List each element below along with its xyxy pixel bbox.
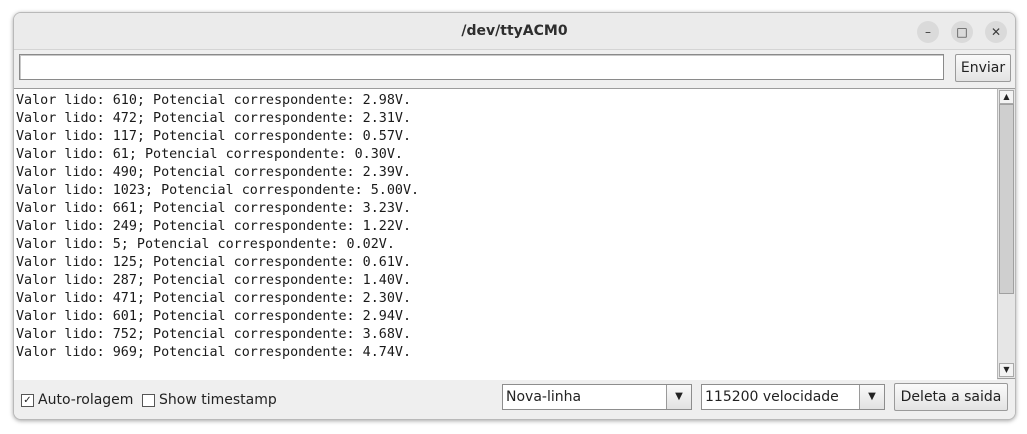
autoscroll-checkbox[interactable]: ✓ Auto-rolagem (21, 392, 133, 408)
output-line: Valor lido: 249; Potencial correspondent… (16, 219, 412, 234)
chevron-down-icon[interactable]: ▼ (859, 385, 884, 409)
scroll-up-icon[interactable]: ▲ (999, 90, 1014, 104)
window-title: /dev/ttyACM0 (461, 23, 568, 39)
output-line: Valor lido: 61; Potencial correspondente… (16, 147, 403, 162)
timestamp-label: Show timestamp (159, 392, 277, 408)
maximize-icon[interactable]: □ (951, 21, 973, 43)
minimize-icon[interactable]: – (917, 21, 939, 43)
output-line: Valor lido: 969; Potencial correspondent… (16, 345, 412, 360)
scroll-down-icon[interactable]: ▼ (999, 363, 1014, 377)
output-line: Valor lido: 471; Potencial correspondent… (16, 291, 412, 306)
serial-output[interactable]: Valor lido: 610; Potencial correspondent… (14, 88, 997, 381)
bottom-toolbar: ✓ Auto-rolagem Show timestamp Nova-linha… (14, 380, 1015, 419)
baud-rate-select[interactable]: 115200 velocidade ▼ (701, 384, 885, 410)
output-line: Valor lido: 117; Potencial correspondent… (16, 129, 412, 144)
send-button[interactable]: Enviar (955, 54, 1011, 82)
baud-rate-value: 115200 velocidade (705, 389, 839, 405)
vertical-scrollbar[interactable]: ▲ ▼ (997, 88, 1015, 379)
title-bar[interactable]: /dev/ttyACM0 – □ ✕ (14, 13, 1015, 50)
output-line: Valor lido: 472; Potencial correspondent… (16, 111, 412, 126)
output-line: Valor lido: 1023; Potencial corresponden… (16, 183, 420, 198)
chevron-down-icon[interactable]: ▼ (666, 385, 691, 409)
send-row: Enviar (19, 54, 1011, 84)
close-icon[interactable]: ✕ (985, 21, 1007, 43)
timestamp-checkbox[interactable]: Show timestamp (142, 392, 277, 408)
line-ending-value: Nova-linha (506, 389, 582, 405)
autoscroll-label: Auto-rolagem (38, 392, 134, 408)
output-line: Valor lido: 5; Potencial correspondente:… (16, 237, 395, 252)
send-input[interactable] (19, 54, 944, 80)
output-line: Valor lido: 287; Potencial correspondent… (16, 273, 412, 288)
output-line: Valor lido: 125; Potencial correspondent… (16, 255, 412, 270)
clear-output-button[interactable]: Deleta a saida (894, 383, 1008, 411)
output-line: Valor lido: 752; Potencial correspondent… (16, 327, 412, 342)
line-ending-select[interactable]: Nova-linha ▼ (502, 384, 692, 410)
output-line: Valor lido: 601; Potencial correspondent… (16, 309, 412, 324)
serial-monitor-window: /dev/ttyACM0 – □ ✕ Enviar Valor lido: 61… (13, 12, 1016, 420)
scroll-thumb[interactable] (999, 104, 1014, 294)
output-line: Valor lido: 610; Potencial correspondent… (16, 93, 412, 108)
output-line: Valor lido: 661; Potencial correspondent… (16, 201, 412, 216)
output-lines: Valor lido: 610; Potencial correspondent… (16, 92, 419, 362)
checkbox-checked-icon[interactable]: ✓ (21, 393, 34, 407)
checkbox-unchecked-icon[interactable] (142, 393, 155, 407)
output-line: Valor lido: 490; Potencial correspondent… (16, 165, 412, 180)
